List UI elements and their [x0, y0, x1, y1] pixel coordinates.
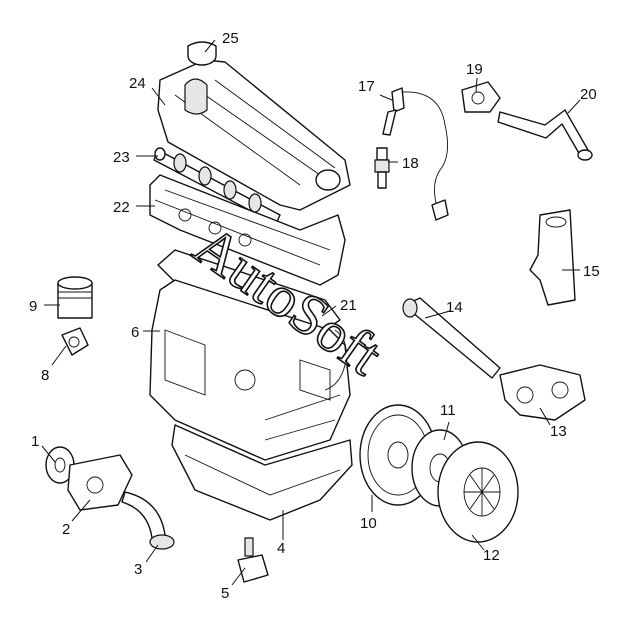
callout-18: 18	[402, 155, 419, 172]
callout-15: 15	[583, 263, 600, 280]
oil-pump	[67, 454, 133, 511]
callout-6: 6	[131, 324, 139, 341]
callout-22: 22	[113, 199, 130, 216]
callout-11: 11	[440, 402, 456, 419]
coolant-pipe	[402, 297, 501, 379]
camshaft	[153, 147, 281, 225]
callout-23: 23	[113, 149, 130, 166]
valve-cover	[157, 59, 351, 211]
callout-13: 13	[550, 423, 567, 440]
water-pump	[499, 364, 586, 421]
oil-pan	[171, 424, 353, 521]
callout-8: 8	[41, 367, 49, 384]
callout-9: 9	[29, 298, 37, 315]
water-outlet	[529, 209, 576, 306]
callout-3: 3	[134, 561, 142, 578]
ignition-lead	[382, 87, 449, 221]
callout-21: 21	[340, 297, 357, 314]
oil-level-sensor	[237, 537, 269, 583]
thermostat-housing	[461, 81, 501, 113]
callout-2: 2	[62, 521, 70, 538]
callout-19: 19	[466, 61, 483, 78]
leader-lines	[41, 39, 581, 586]
callout-17: 17	[358, 78, 375, 95]
callout-25: 25	[222, 30, 239, 47]
spark-plug	[374, 147, 390, 189]
coolant-hose	[497, 109, 593, 161]
callout-14: 14	[446, 299, 463, 316]
piston	[57, 276, 93, 319]
crank-pulley	[45, 446, 75, 484]
connecting-rod	[61, 327, 89, 356]
callout-12: 12	[483, 547, 500, 564]
oil-pickup-tube	[121, 491, 175, 550]
callout-labels: 25 24 23 22 21 6 9 8 1 2 3 5 4 10 11 12 …	[29, 30, 600, 602]
oil-filler-cap	[187, 41, 217, 66]
callout-20: 20	[580, 86, 597, 103]
engine-block	[149, 279, 351, 461]
callout-10: 10	[360, 515, 377, 532]
callout-24: 24	[129, 75, 146, 92]
timing-cover	[324, 329, 347, 391]
callout-4: 4	[277, 540, 285, 557]
callout-5: 5	[221, 585, 229, 602]
callout-1: 1	[31, 433, 39, 450]
pressure-plate	[437, 441, 519, 543]
cylinder-head	[149, 174, 346, 286]
